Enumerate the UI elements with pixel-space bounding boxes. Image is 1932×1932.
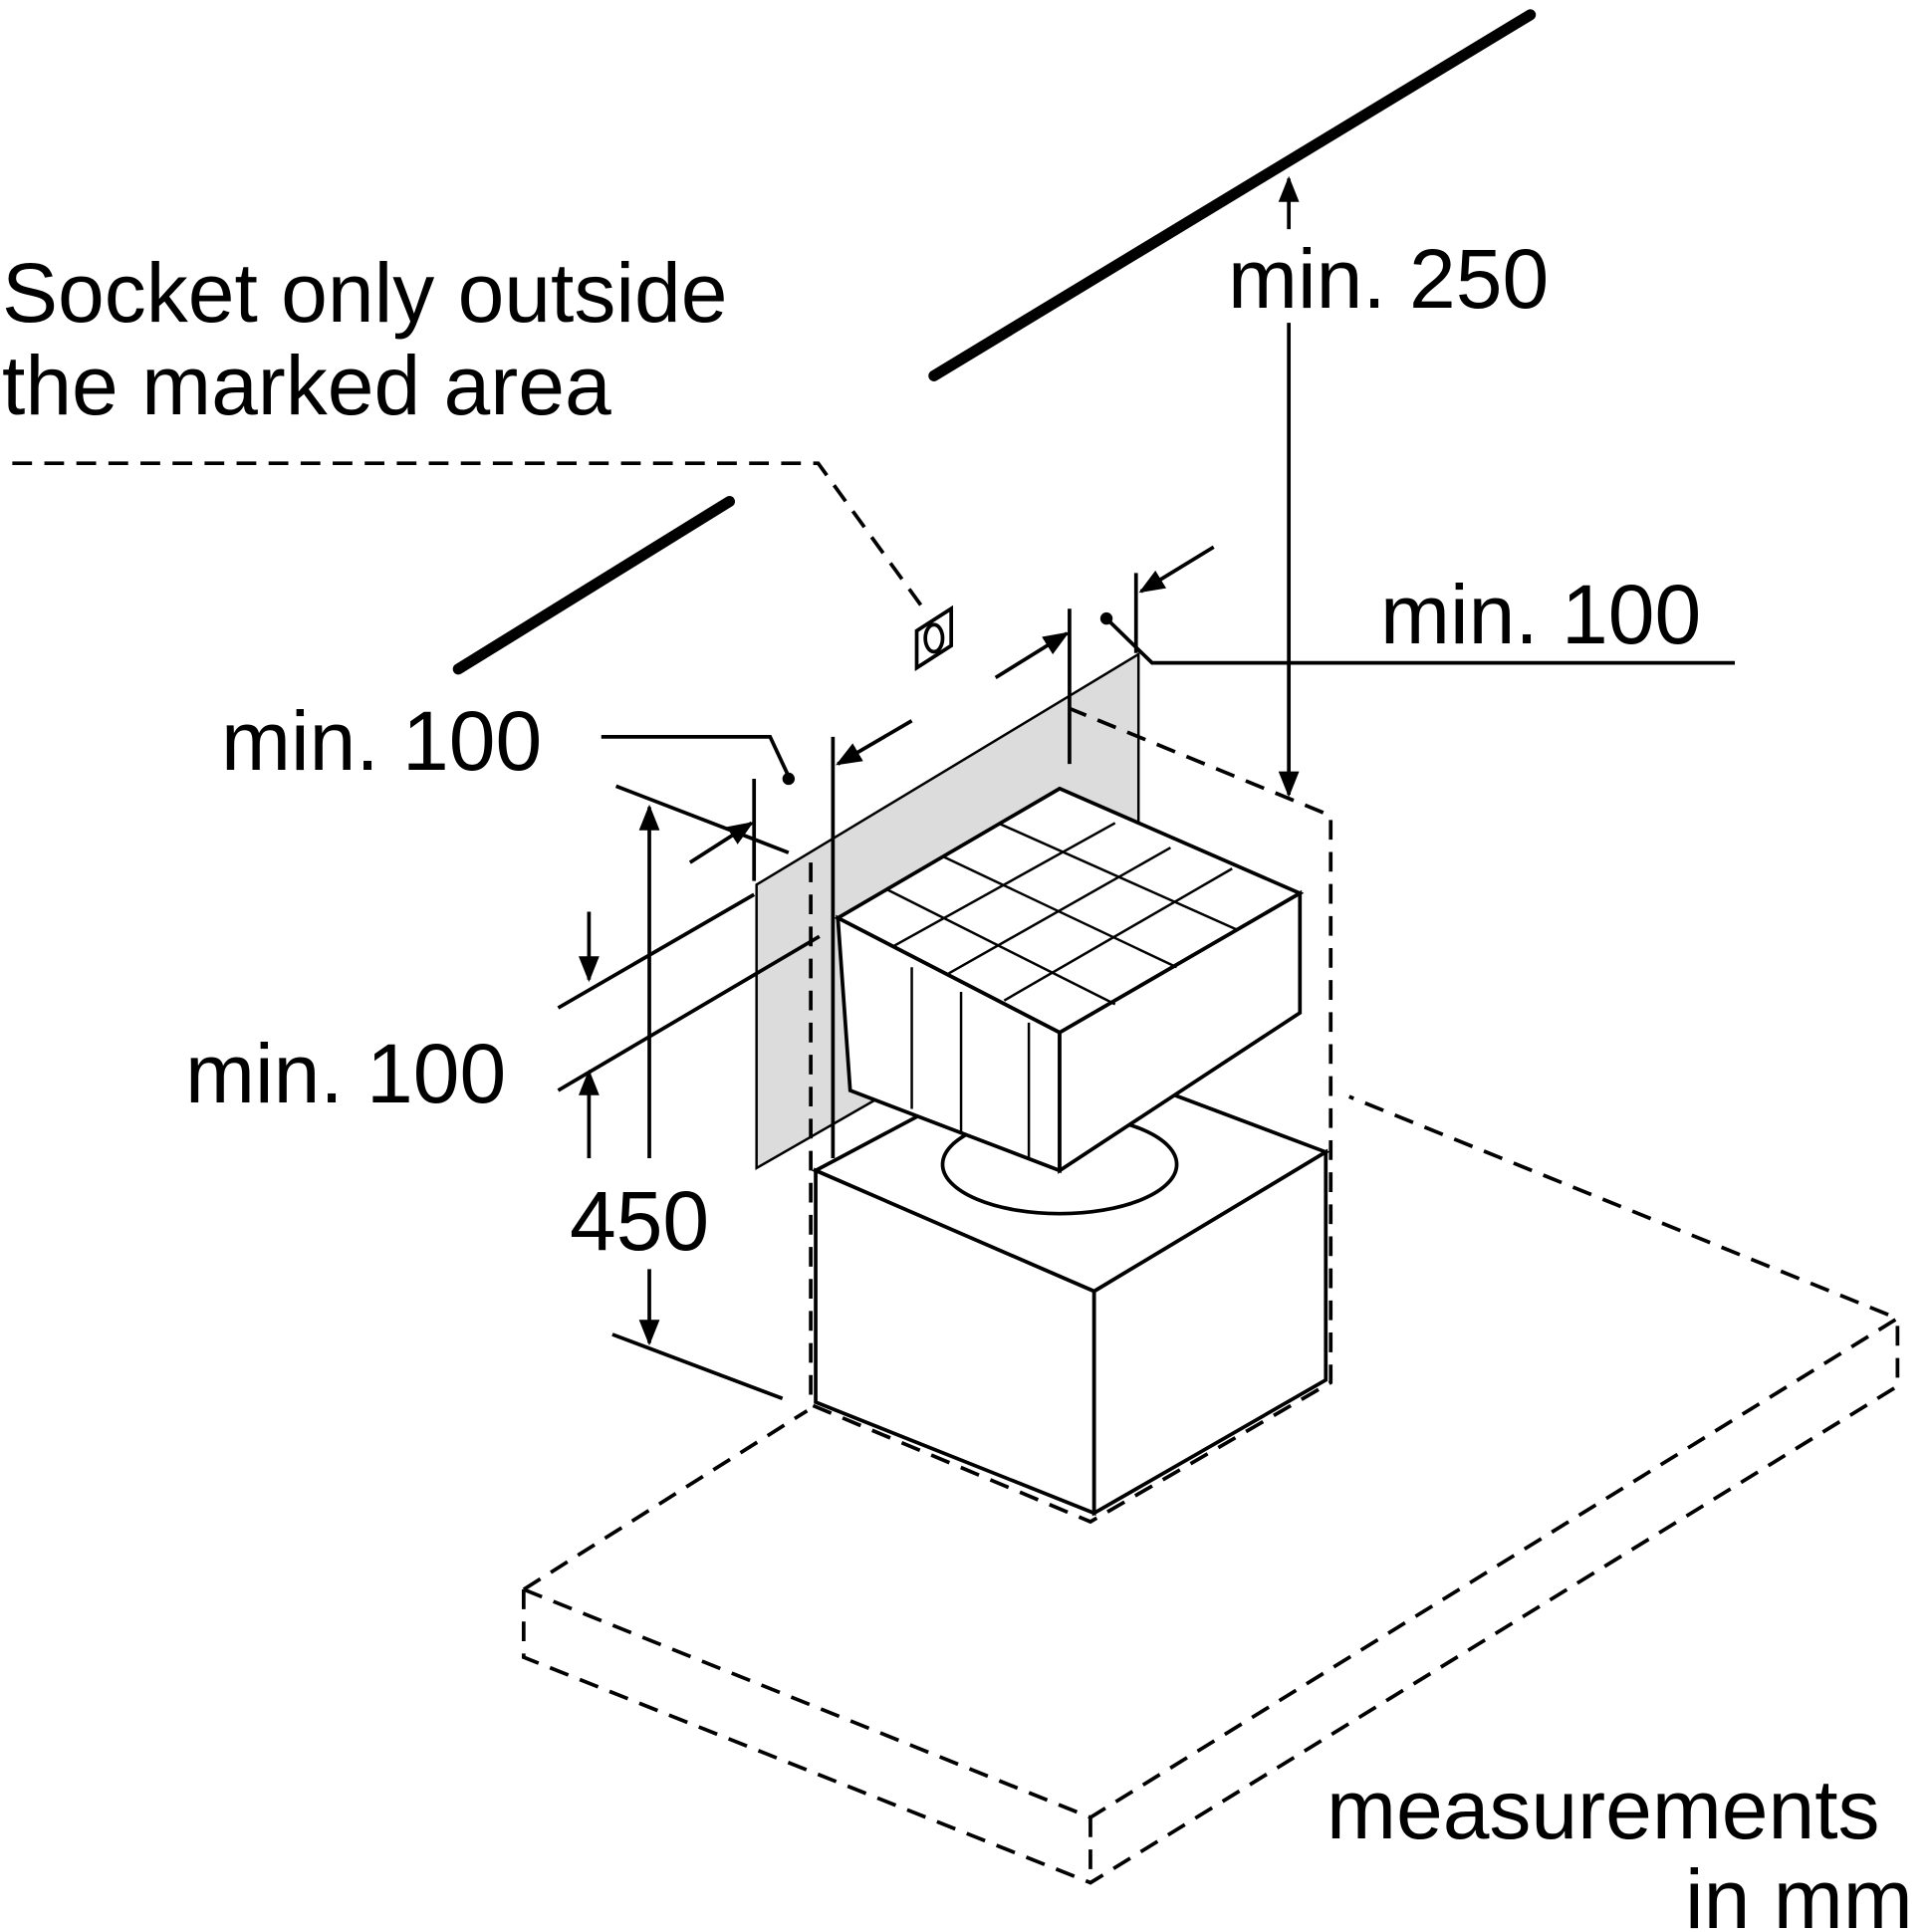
socket-note-line2: the marked area <box>2 339 611 432</box>
units-note-line1: measurements <box>1327 1763 1880 1856</box>
socket-leader-line <box>12 461 923 607</box>
left-vertical-label: min. 100 <box>185 1027 507 1120</box>
right-side-label: min. 100 <box>1380 568 1702 661</box>
right-dimension-leader <box>1104 616 1736 665</box>
top-clearance-label: min. 250 <box>1228 232 1550 326</box>
socket-icon <box>914 604 954 671</box>
wall-edge-line <box>452 495 736 675</box>
left-side-label: min. 100 <box>221 694 543 788</box>
units-note-line2: in mm <box>1685 1852 1913 1932</box>
left-dimension-leader <box>601 735 791 778</box>
carbon-filter <box>834 786 1305 1174</box>
socket-note-line1: Socket only outside <box>2 246 728 340</box>
height-label: 450 <box>570 1174 710 1268</box>
ceiling-edge-line <box>928 9 1537 381</box>
